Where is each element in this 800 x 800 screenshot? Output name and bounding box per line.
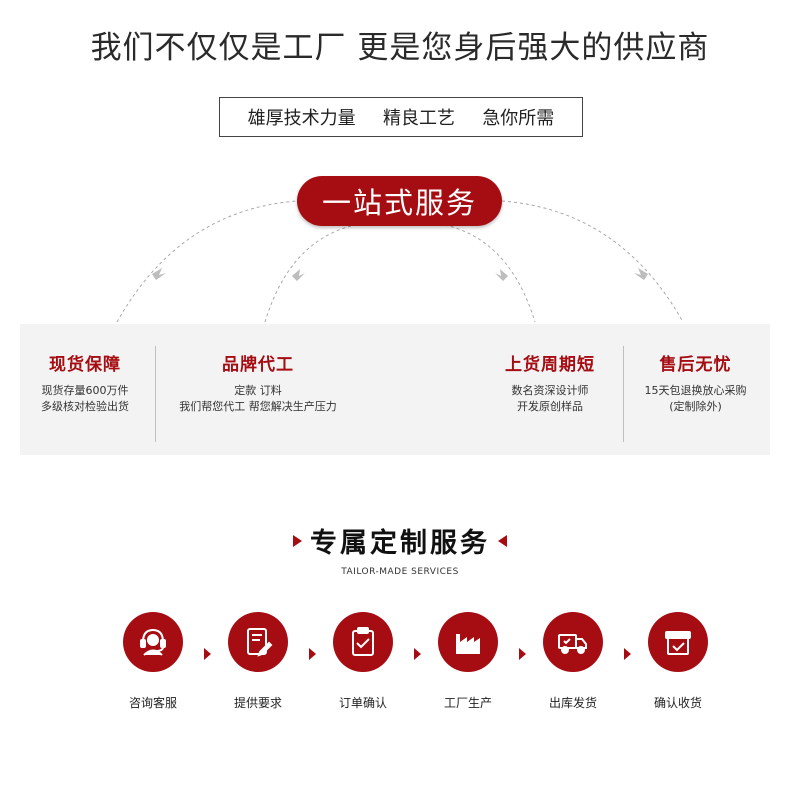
advantage-title: 现货保障 bbox=[49, 355, 121, 375]
advantage-line: (定制除外) bbox=[669, 400, 722, 413]
step-requirements: 提供要求 bbox=[208, 612, 308, 711]
inner-arc bbox=[264, 224, 356, 323]
step-consult: 咨询客服 bbox=[103, 612, 203, 711]
step-label: 咨询客服 bbox=[128, 696, 177, 710]
column-divider bbox=[155, 346, 156, 442]
arrow-right-icon bbox=[624, 648, 631, 660]
advantage-line: 我们帮您代工 帮您解决生产压力 bbox=[179, 400, 337, 413]
arrow-right-icon bbox=[519, 648, 526, 660]
feature-item: 精良工艺 bbox=[382, 108, 455, 129]
leaf-arrow-icon bbox=[152, 268, 648, 281]
outer-arc bbox=[501, 200, 684, 323]
advantage-line: 数名资深设计师 bbox=[511, 384, 589, 397]
step-label: 确认收货 bbox=[653, 696, 702, 710]
one-stop-service-badge: 一站式服务 bbox=[297, 176, 502, 226]
step-order-confirm: 订单确认 bbox=[313, 612, 413, 711]
advantage-title: 品牌代工 bbox=[222, 355, 294, 375]
document-edit-icon bbox=[247, 628, 273, 657]
feature-box: 雄厚技术力量 精良工艺 急你所需 bbox=[219, 97, 583, 137]
advantage-title: 售后无忧 bbox=[659, 355, 732, 375]
advantage-short-cycle: 上货周期短 数名资深设计师 开发原创样品 bbox=[490, 350, 610, 415]
outer-arc bbox=[116, 200, 298, 323]
headset-icon bbox=[140, 628, 166, 656]
step-shipping: 出库发货 bbox=[523, 612, 623, 711]
delivery-truck-icon bbox=[558, 634, 587, 654]
step-production: 工厂生产 bbox=[418, 612, 518, 711]
column-divider bbox=[623, 346, 624, 442]
step-receive: 确认收货 bbox=[628, 612, 728, 711]
arrow-right-icon bbox=[414, 648, 421, 660]
custom-service-subtitle: TAILOR-MADE SERVICES bbox=[341, 567, 459, 577]
advantage-line: 开发原创样品 bbox=[517, 400, 583, 413]
factory-icon bbox=[456, 634, 480, 654]
advantage-line: 定款 订料 bbox=[234, 384, 282, 397]
step-label: 订单确认 bbox=[338, 696, 387, 710]
feature-item: 急你所需 bbox=[482, 108, 555, 129]
advantages-panel bbox=[20, 324, 770, 455]
advantage-title: 上货周期短 bbox=[505, 355, 595, 375]
advantage-after-sales: 售后无忧 15天包退换放心采购 (定制除外) bbox=[633, 350, 758, 415]
advantage-stock: 现货保障 现货存量600万件 多级核对检验出货 bbox=[30, 350, 140, 415]
step-label: 提供要求 bbox=[233, 696, 282, 710]
box-check-icon bbox=[665, 631, 691, 655]
advantage-line: 现货存量600万件 bbox=[41, 384, 129, 397]
advantage-oem: 品牌代工 定款 订料 我们帮您代工 帮您解决生产压力 bbox=[170, 350, 346, 415]
advantage-line: 多级核对检验出货 bbox=[41, 400, 129, 413]
arrow-right-icon bbox=[204, 648, 211, 660]
arrow-right-icon bbox=[309, 648, 316, 660]
triangle-right-icon bbox=[293, 534, 302, 547]
advantage-line: 15天包退换放心采购 bbox=[644, 384, 747, 397]
clipboard-check-icon bbox=[352, 627, 374, 656]
step-label: 工厂生产 bbox=[443, 696, 492, 710]
headline: 我们不仅仅是工厂 更是您身后强大的供应商 bbox=[90, 30, 710, 66]
step-label: 出库发货 bbox=[548, 696, 597, 710]
process-steps: 咨询客服 提供要求 订单确认 bbox=[0, 612, 800, 722]
feature-item: 雄厚技术力量 bbox=[247, 108, 356, 129]
custom-service-heading: 专属定制服务 bbox=[0, 521, 800, 560]
inner-arc bbox=[444, 224, 536, 323]
triangle-left-icon bbox=[498, 534, 507, 547]
custom-service-title: 专属定制服务 bbox=[310, 528, 490, 559]
